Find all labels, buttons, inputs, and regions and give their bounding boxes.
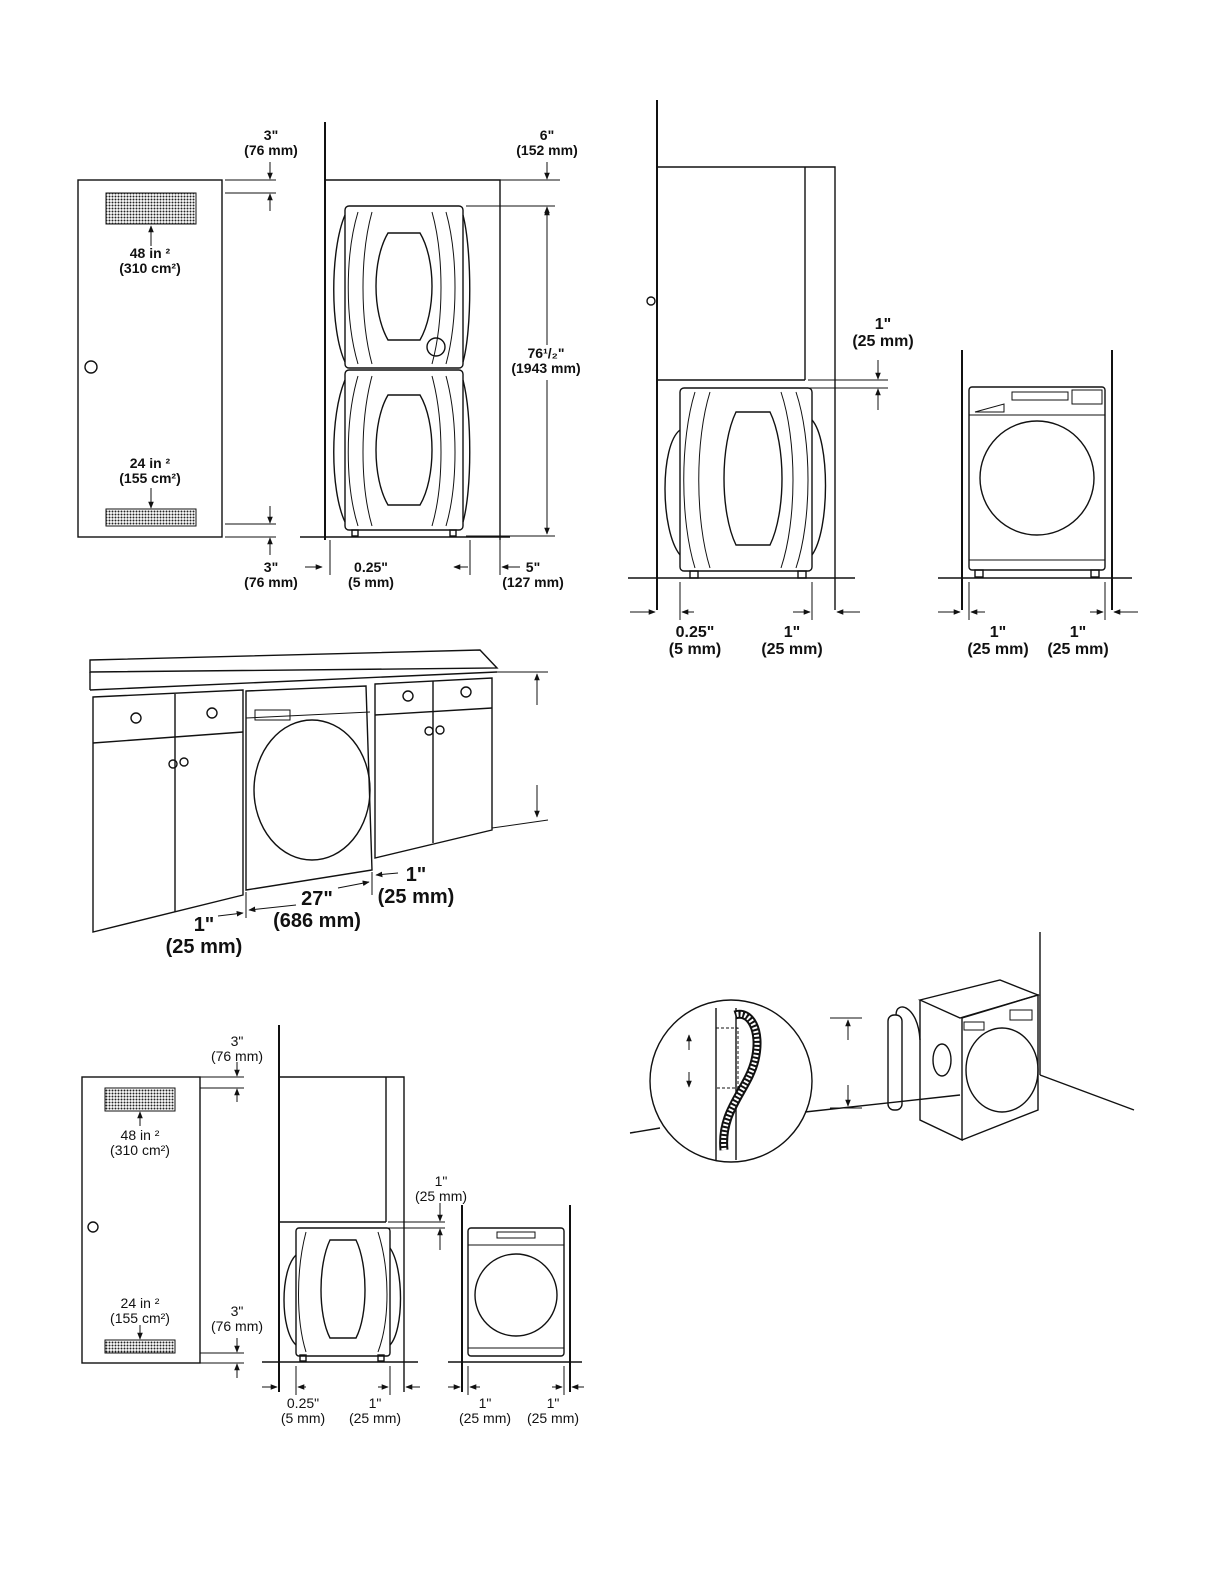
top-vent-single: [104, 1087, 176, 1112]
recess-top-gap-label: 1"(25 mm): [852, 316, 914, 350]
closet-bottom-gap-label: 3"(76 mm): [244, 559, 298, 590]
bottom-vent: [105, 508, 197, 527]
single-top-clearance-label: 1"(25 mm): [414, 1173, 468, 1204]
recess-single: [262, 1025, 445, 1395]
single-front-gap-label: 1"(25 mm): [348, 1395, 402, 1426]
bottom-vent-label: 24 in ²(155 cm²): [119, 455, 181, 486]
front-view-alcove: [938, 350, 1138, 620]
top-vent-label: 48 in ²(310 cm²): [119, 245, 181, 276]
recess-closet: [628, 100, 855, 610]
height-label: 76¹/₂"(1943 mm): [511, 345, 581, 376]
single-top-vent-label: 48 in ²(310 cm²): [110, 1127, 170, 1158]
recess-rear-gap-label: 0.25"(5 mm): [668, 624, 722, 658]
undercounter-installation: [89, 649, 549, 933]
rear-gap-label: 0.25"(5 mm): [348, 559, 394, 590]
undercounter-left-gap-label: 1"(25 mm): [165, 914, 243, 958]
single-top-gap-label: 3"(76 mm): [210, 1033, 264, 1064]
top-vent: [105, 192, 197, 225]
single-side-right-label: 1"(25 mm): [526, 1395, 580, 1426]
single-bottom-vent-label: 24 in ²(155 cm²): [110, 1295, 170, 1326]
top-clearance-label: 6"(152 mm): [516, 127, 578, 158]
side-gap-label: 5"(127 mm): [502, 559, 564, 590]
front-view-single: [448, 1205, 584, 1395]
closet-top-gap-label: 3"(76 mm): [244, 127, 298, 158]
recess-front-gap-label: 1"(25 mm): [761, 624, 823, 658]
drain-hose-illustration: [629, 932, 1135, 1163]
stacked-dimension-lines: [305, 162, 560, 575]
closet-dimension-lines: [225, 162, 276, 555]
single-side-left-label: 1"(25 mm): [458, 1395, 512, 1426]
recess-dimension-lines: [630, 360, 888, 620]
single-rear-gap-label: 0.25"(5 mm): [280, 1395, 326, 1426]
stacked-washer-dryer: [300, 122, 510, 540]
single-bottom-gap-label: 3"(76 mm): [210, 1303, 264, 1334]
recess-side-right-label: 1"(25 mm): [1047, 624, 1109, 658]
closet-door-single: [81, 1062, 244, 1378]
recess-side-left-label: 1"(25 mm): [967, 624, 1029, 658]
closet-door: [77, 179, 223, 538]
undercounter-width-label: 27"(686 mm): [273, 888, 361, 932]
undercounter-right-gap-label: 1"(25 mm): [377, 864, 455, 908]
bottom-vent-single: [104, 1339, 176, 1354]
